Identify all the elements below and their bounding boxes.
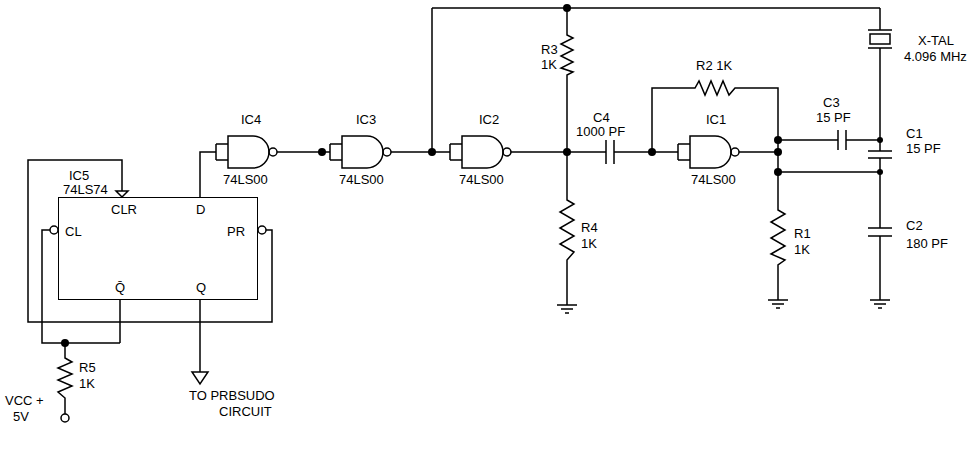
component-label: R5 [78, 360, 97, 375]
pin-name: CLR [111, 202, 137, 217]
component-label: 5V [12, 409, 30, 424]
component-label: VCC + [4, 393, 45, 408]
component-label: 15 PF [905, 141, 942, 156]
flip-flop-box: IC574LS74CLRDCLPRQ̄Q [58, 197, 258, 300]
chip-label: IC5 [69, 168, 89, 183]
junction-dots [61, 4, 883, 347]
pin-name: Q̄ [115, 280, 125, 295]
component-label: 180 PF [905, 236, 949, 251]
component-label: IC2 [478, 112, 500, 127]
resistor-symbol [560, 152, 574, 305]
resistor-symbol [561, 8, 573, 152]
resistor-symbol [58, 343, 72, 414]
component-label: CIRCUIT [218, 404, 273, 419]
pin-name: Q [196, 280, 206, 295]
nand-gate [216, 136, 277, 168]
component-label: IC1 [705, 112, 727, 127]
pin-name: PR [227, 224, 245, 239]
component-label: 15 PF [815, 110, 852, 125]
component-label: R2 1K [695, 58, 733, 73]
component-label: R3 [540, 42, 559, 57]
output-arrow [192, 372, 208, 384]
capacitor-symbol [778, 130, 880, 150]
component-label: 74LS00 [222, 172, 269, 187]
component-label: R1 [793, 226, 812, 241]
component-label: TO PRBSUDO [188, 388, 276, 403]
component-label: 4.096 MHz [903, 49, 968, 64]
component-label: IC4 [240, 112, 262, 127]
component-label: 74LS00 [690, 172, 737, 187]
nand-gate [330, 136, 391, 168]
preset-clear-loop [28, 160, 272, 322]
pr-bubble [258, 226, 266, 234]
clock-wire [42, 230, 120, 343]
nand-gate [450, 136, 511, 168]
component-label: C1 [905, 126, 924, 141]
crystal-symbol [870, 34, 890, 44]
component-label: 1K [78, 376, 96, 391]
capacitor-symbol [567, 140, 678, 164]
feedback-wire [432, 8, 880, 152]
chip-label: 74LS74 [63, 182, 108, 197]
component-label: C2 [905, 218, 924, 233]
component-label: C4 [592, 110, 611, 125]
vcc-terminal [61, 414, 69, 422]
q-output-wire [199, 300, 201, 372]
component-label: 74LS00 [458, 172, 505, 187]
component-label: X-TAL [917, 33, 955, 48]
component-label: 1K [793, 242, 811, 257]
pin-name: D [196, 202, 205, 217]
component-label: IC3 [355, 112, 377, 127]
component-label: 74LS00 [338, 172, 385, 187]
crystal-capacitor-chain [778, 8, 892, 300]
ground-symbol [557, 300, 890, 313]
component-label: 1K [580, 236, 598, 251]
resistor-symbol [652, 81, 785, 300]
d-input-wire [200, 152, 216, 197]
component-label: C3 [822, 95, 841, 110]
pin-name: CL [65, 224, 82, 239]
component-label: R4 [580, 220, 599, 235]
gate-wire [277, 151, 778, 153]
cl-bubble [50, 226, 58, 234]
nand-gate [678, 136, 739, 168]
component-label: 1000 PF [575, 124, 626, 139]
component-label: 1K [540, 57, 558, 72]
